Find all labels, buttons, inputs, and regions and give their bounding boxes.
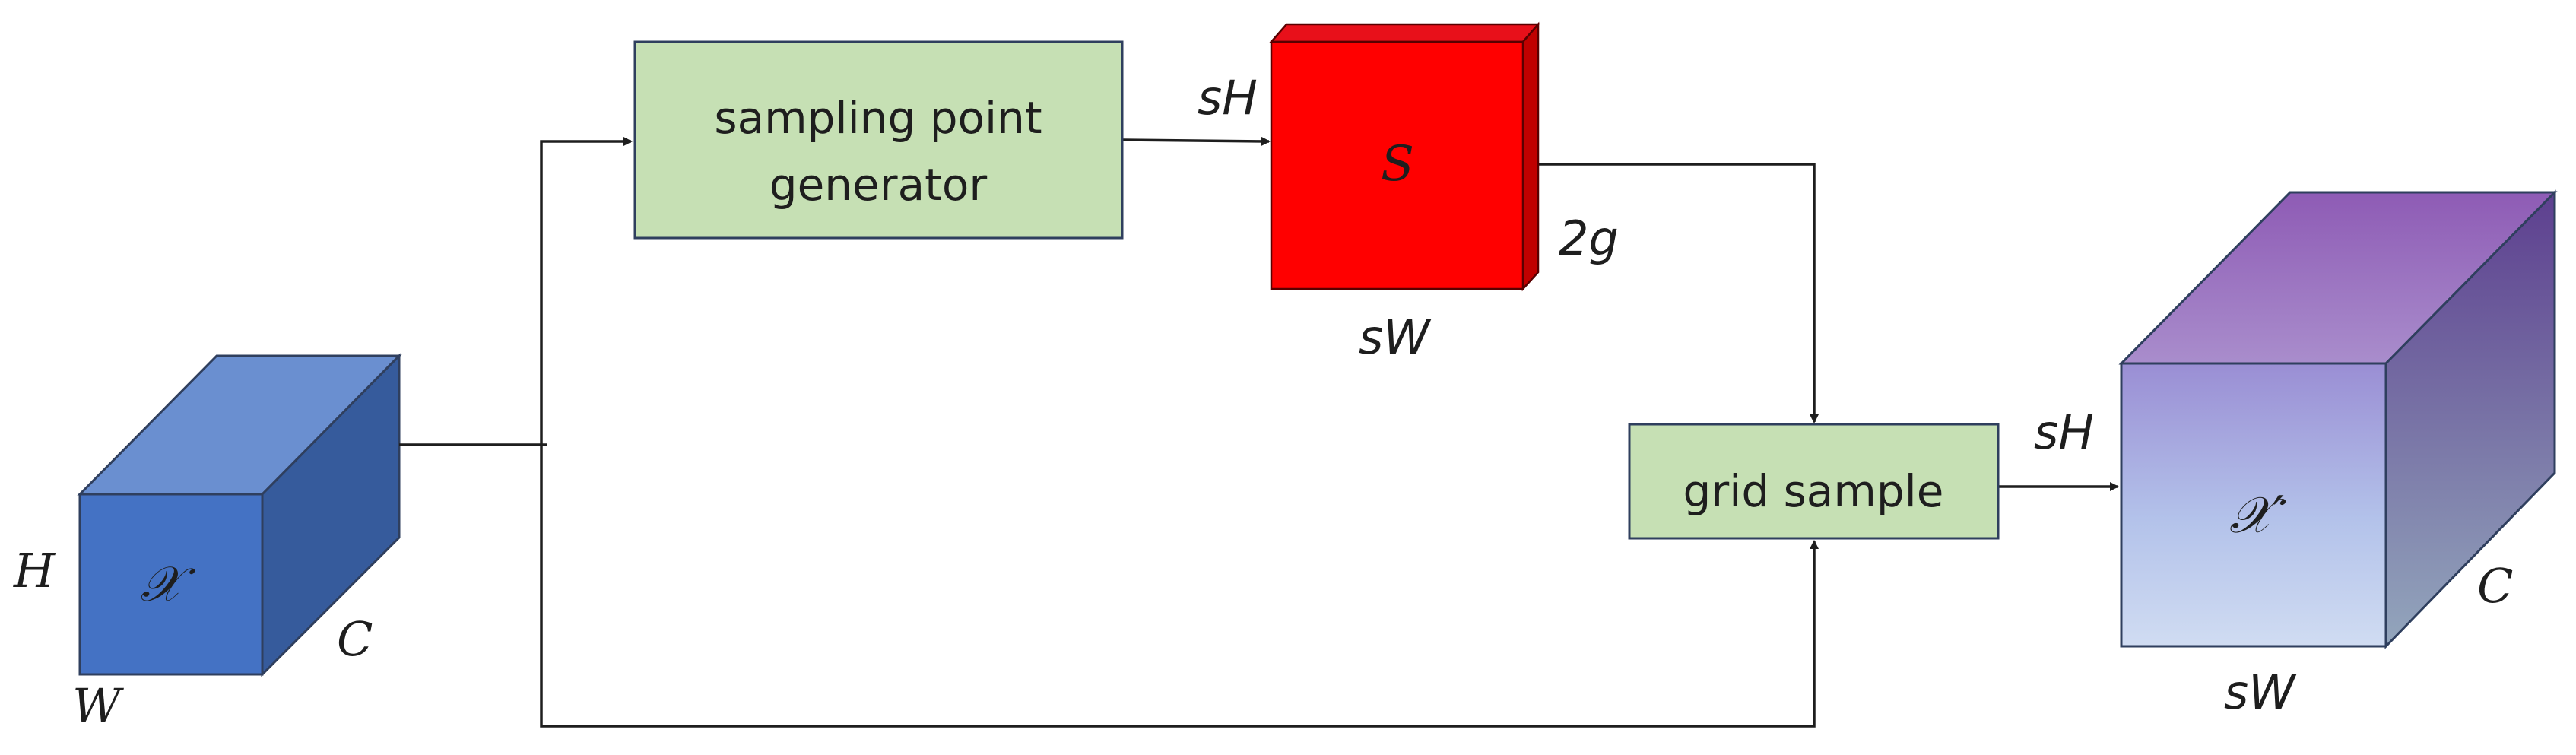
output-width-label: sW (2224, 665, 2297, 720)
sampling-width-label: sW (1359, 309, 1432, 365)
connector-generator-to-s (1121, 136, 1271, 146)
sampling-tensor: S (1269, 21, 1540, 292)
connectors (399, 136, 2119, 728)
sampling-tensor-top-face (1269, 23, 1540, 43)
output-height-label: sH (2034, 404, 2094, 460)
output-tensor: 𝒳′ (2118, 189, 2558, 649)
output-tensor-symbol: 𝒳′ (2229, 486, 2286, 544)
sampling-height-label: sH (1198, 70, 1258, 125)
grid-sample-box: grid sample (1628, 423, 2000, 540)
sampling-tensor-symbol: S (1381, 136, 1414, 192)
sampling-tensor-side-face (1521, 21, 1540, 292)
sampling-point-generator-box: sampling point generator (633, 40, 1124, 240)
sampling-tensor-front-face (1270, 40, 1524, 290)
connector-s-to-grid-sample (1524, 163, 1819, 423)
input-height-label: H (13, 543, 56, 598)
connector-to-generator (540, 137, 633, 445)
output-tensor-front-face (2120, 362, 2387, 648)
input-tensor-front-face (78, 493, 264, 676)
sampling-depth-label: 2g (1559, 211, 1619, 266)
connector-bypass-to-grid-sample (540, 445, 1819, 728)
generator-label-line2: generator (769, 159, 988, 211)
output-channel-label: C (2477, 558, 2513, 614)
input-width-label: W (72, 678, 124, 734)
grid-sample-label: grid sample (1683, 465, 1944, 517)
input-tensor: 𝒳 (77, 353, 402, 677)
generator-label-line1: sampling point (714, 92, 1042, 144)
input-channel-label: C (337, 611, 373, 667)
